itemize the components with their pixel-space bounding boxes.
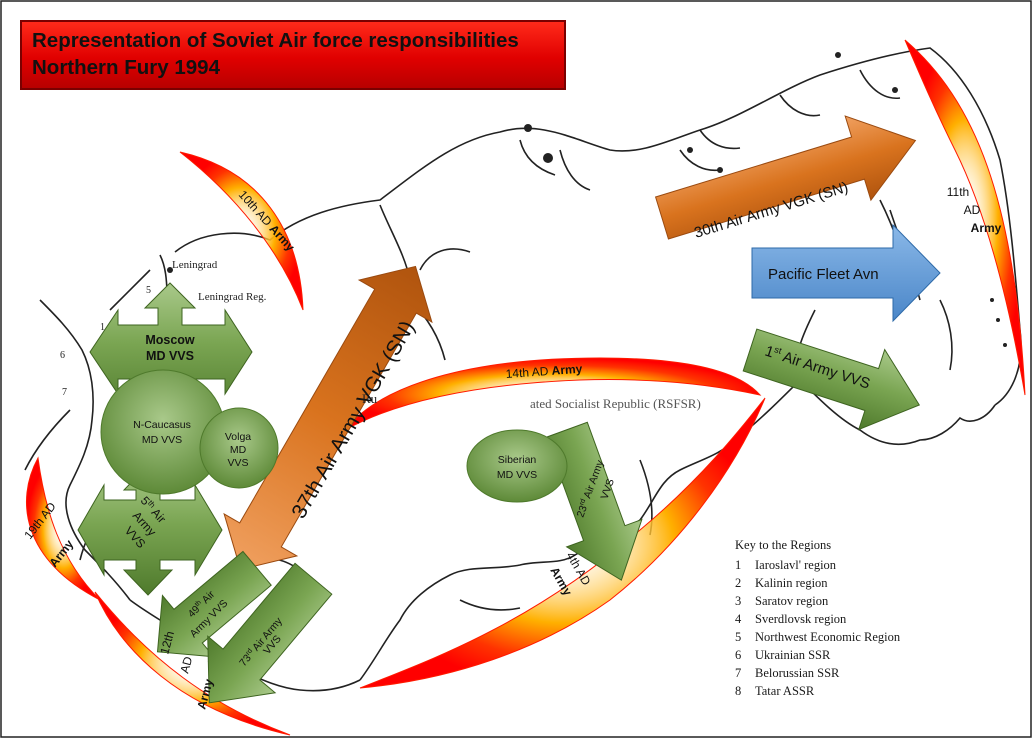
ad14-label: 14th AD Army — [505, 362, 583, 381]
key-label: Iaroslavl' region — [755, 558, 837, 572]
key-number: 6 — [735, 648, 742, 662]
key-item: 2 Kalinin region — [735, 576, 900, 594]
key-label: Saratov region — [755, 594, 829, 608]
pacific-label: Pacific Fleet Avn — [768, 266, 879, 283]
leningrad-label: Leningrad — [172, 259, 218, 271]
arc-11th-ad — [904, 39, 1026, 396]
arrow-1st-air-army — [742, 328, 921, 431]
arrow-73rd-air-army — [207, 562, 333, 704]
moscow-label-1: Moscow — [145, 333, 195, 347]
key-label: Belorussian SSR — [755, 666, 840, 680]
ncaucasus-label-2: MD VVS — [142, 434, 182, 446]
leningrad-region-label: Leningrad Reg. — [198, 291, 267, 303]
key-label: Tatar ASSR — [755, 684, 815, 698]
moscow-label-2: MD VVS — [146, 349, 194, 363]
arrow-30th-air-army — [654, 115, 917, 240]
key-label: Kalinin region — [755, 576, 828, 590]
title-box: Representation of Soviet Air force respo… — [20, 20, 566, 90]
5th-air-army-cross — [77, 464, 223, 596]
key-number: 8 — [735, 684, 742, 698]
key-number: 4 — [735, 612, 742, 626]
ad12-label-2: AD — [177, 655, 195, 675]
ad-arcs — [26, 39, 1026, 736]
ad11-label-3: Army — [971, 221, 1002, 235]
siberian-label-2: MD VVS — [497, 469, 537, 481]
arrow-37th-air-army — [223, 265, 433, 571]
region-number: 7 — [62, 387, 67, 398]
key-item: 7 Belorussian SSR — [735, 666, 900, 684]
key-item: 1 Iaroslavl' region — [735, 558, 900, 576]
key-title: Key to the Regions — [735, 538, 832, 552]
arc-14th-ad — [344, 357, 762, 431]
district-labels: Moscow MD VVS N-Caucasus MD VVS Volga MD… — [133, 333, 537, 481]
ad12-label-1: 12th — [157, 630, 177, 656]
map-text: Leningrad Leningrad Reg. Ru ated Sociali… — [60, 259, 701, 411]
region-number: 6 — [60, 350, 65, 361]
volga-label-1: Volga — [225, 431, 251, 443]
volga-label-2: MD — [230, 444, 247, 456]
arrow-49th-air-army — [156, 550, 272, 658]
arc-10th-ad — [179, 151, 304, 311]
volga-md-circle — [199, 407, 279, 489]
ncaucasus-label-1: N-Caucasus — [133, 419, 191, 431]
map-islands — [167, 52, 1007, 347]
key-item: 4 Sverdlovsk region — [735, 612, 900, 630]
arc-4th-ad — [359, 397, 766, 689]
key-number: 7 — [735, 666, 742, 680]
ad11-label-1: 11th — [947, 185, 969, 199]
rsfsr-label: ated Socialist Republic (RSFSR) — [530, 396, 701, 411]
key-label: Northwest Economic Region — [755, 630, 901, 644]
arc-12th-ad — [94, 591, 291, 736]
key-item: 3 Saratov region — [735, 594, 900, 612]
key-item: 6 Ukrainian SSR — [735, 648, 900, 666]
key-number: 1 — [735, 558, 742, 572]
key-number: 5 — [735, 630, 742, 644]
key-item: 8 Tatar ASSR — [735, 684, 900, 702]
key-number: 2 — [735, 576, 742, 590]
ad11-label-2: AD — [964, 203, 981, 217]
region-number: 1 — [100, 322, 105, 333]
volga-label-3: VVS — [227, 457, 248, 469]
siberian-md-circle — [466, 429, 568, 503]
key-label: Ukrainian SSR — [755, 648, 831, 662]
title-line-1: Representation of Soviet Air force respo… — [32, 29, 519, 52]
title-line-2: Northern Fury 1994 — [32, 56, 220, 79]
siberian-label-1: Siberian — [498, 454, 537, 466]
region-number: 5 — [146, 285, 151, 296]
rsfsr-prefix-label: Ru — [362, 391, 378, 406]
arrow-pacific-fleet — [751, 223, 941, 323]
key-item: 5 Northwest Economic Region — [735, 630, 900, 648]
key-label: Sverdlovsk region — [755, 612, 847, 626]
key-number: 3 — [735, 594, 742, 608]
